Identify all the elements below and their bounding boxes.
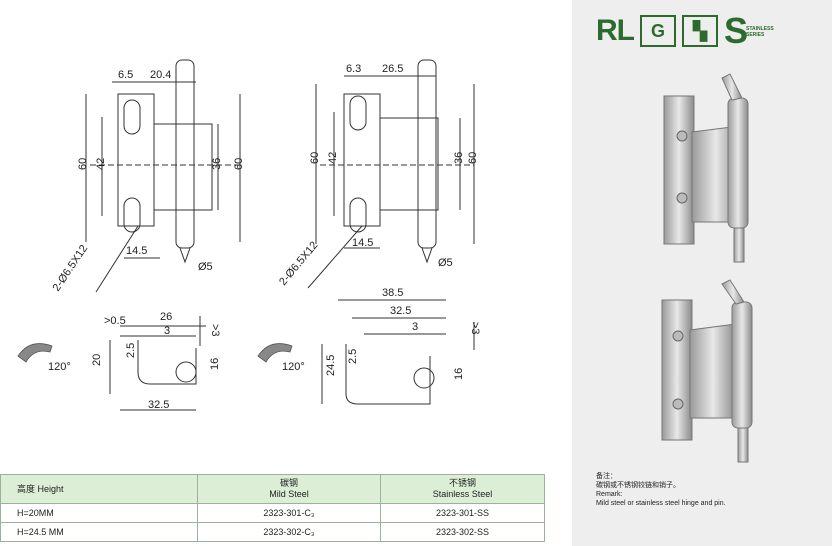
hinge-photo-1	[663, 73, 749, 263]
d2-left-outer: 60	[309, 152, 321, 164]
d2-angle: 120°	[282, 361, 305, 373]
hinge1-slot-bottom	[123, 197, 141, 233]
d2-side-width-1: 38.5	[382, 287, 403, 299]
d2-bottom-width: 14.5	[352, 237, 373, 249]
remark-label-en: Remark:	[596, 491, 623, 498]
d2-pin-diameter: Ø5	[438, 257, 453, 269]
drawing-panel: 6.5 20.4 60 42 36 60 2-Ø6.5X12 14.5 Ø5 >…	[17, 59, 481, 411]
d2-side-3: 3	[412, 321, 418, 333]
hinge2-side-knuckle	[413, 367, 435, 389]
d1-right-outer: 60	[233, 158, 245, 170]
d2-top-b: 26.5	[382, 63, 403, 75]
cell-mild: 2323-301-C₃	[197, 503, 381, 523]
d1-side-height: 20	[91, 354, 103, 366]
d1-left-inner: 42	[95, 158, 107, 170]
remark-text-en: Mild steel or stainless steel hinge and …	[596, 500, 726, 507]
cell-stainless: 2323-301-SS	[380, 503, 545, 523]
cell-stainless: 2323-302-SS	[380, 522, 545, 542]
d1-bottom-width: 14.5	[126, 245, 147, 257]
d2-left-inner: 42	[327, 152, 339, 164]
rl-logo: RL	[596, 14, 635, 47]
hinge1-slot-top	[123, 99, 141, 135]
hinge2-slot-bottom	[349, 197, 367, 233]
cell-height: H=20MM	[0, 503, 198, 523]
product-panel	[572, 0, 832, 546]
hinge1-side-knuckle	[175, 361, 197, 383]
d2-side-16: 16	[453, 368, 465, 380]
product-photos	[661, 73, 753, 463]
d1-angle: 120°	[48, 361, 71, 373]
d1-side-width: 26	[160, 311, 172, 323]
d1-side-16: 16	[209, 358, 221, 370]
d1-side-25: 2.5	[125, 343, 137, 358]
d1-top-a: 6.5	[118, 69, 133, 81]
d2-side-25: 2.5	[347, 349, 359, 364]
hinge2-leaf	[343, 93, 381, 227]
d1-pin-diameter: Ø5	[198, 261, 213, 273]
d1-top-b: 20.4	[150, 69, 171, 81]
remark-text-cn: 碳钢或不锈钢铰链和销子。	[596, 482, 680, 489]
remarks: 备注： 碳钢或不锈钢铰链和销子。 Remark: Mild steel or s…	[596, 472, 726, 508]
hinge1-knuckle	[175, 59, 195, 249]
hinge2-pin-tip	[421, 247, 433, 264]
d1-hole-note: 2-Ø6.5X12	[51, 243, 91, 294]
d2-right-outer: 60	[467, 152, 479, 164]
d2-side-gt3: >3	[469, 322, 481, 335]
d1-right-inner: 36	[211, 158, 223, 170]
hinge2-body	[379, 117, 439, 211]
d1-side-bottom: 32.5	[148, 399, 169, 411]
d2-side-height: 24.5	[325, 355, 337, 376]
hinge2-slot-top	[349, 95, 367, 131]
remark-label-cn: 备注：	[596, 473, 617, 480]
d2-top-a: 6.3	[346, 63, 361, 75]
cell-height: H=24.5 MM	[0, 522, 198, 542]
hinge1-leaf	[117, 93, 155, 227]
hinge1-side-profile	[137, 340, 197, 385]
component-icon: ▚	[682, 15, 718, 47]
cell-mild: 2323-302-C₃	[197, 522, 381, 542]
hinge2-knuckle	[417, 59, 437, 249]
table-row: H=24.5 MM 2323-302-C₃ 2323-302-SS	[0, 522, 545, 542]
hinge1-body	[153, 123, 213, 211]
d1-side-3: 3	[164, 325, 170, 337]
rotation-arrow-2	[257, 343, 293, 363]
d2-right-inner: 36	[453, 152, 465, 164]
rotation-arrow-1	[17, 343, 53, 363]
hinge-photo-2	[661, 279, 753, 463]
d1-side-gt3: >3	[209, 324, 221, 337]
hinge1-pin-tip	[179, 247, 191, 264]
table-row: H=20MM 2323-301-C₃ 2323-301-SS	[0, 503, 545, 523]
g-box-icon: G	[640, 15, 676, 47]
d1-side-gap: >0.5	[104, 315, 126, 327]
d2-side-width-2: 32.5	[390, 305, 411, 317]
hinge2-side-profile	[345, 344, 431, 405]
d1-left-outer: 60	[77, 158, 89, 170]
header-height: 高度 Height	[0, 474, 198, 504]
technical-drawings: 6.5 20.4 60 42 36 60 2-Ø6.5X12 14.5 Ø5 >…	[17, 59, 481, 411]
